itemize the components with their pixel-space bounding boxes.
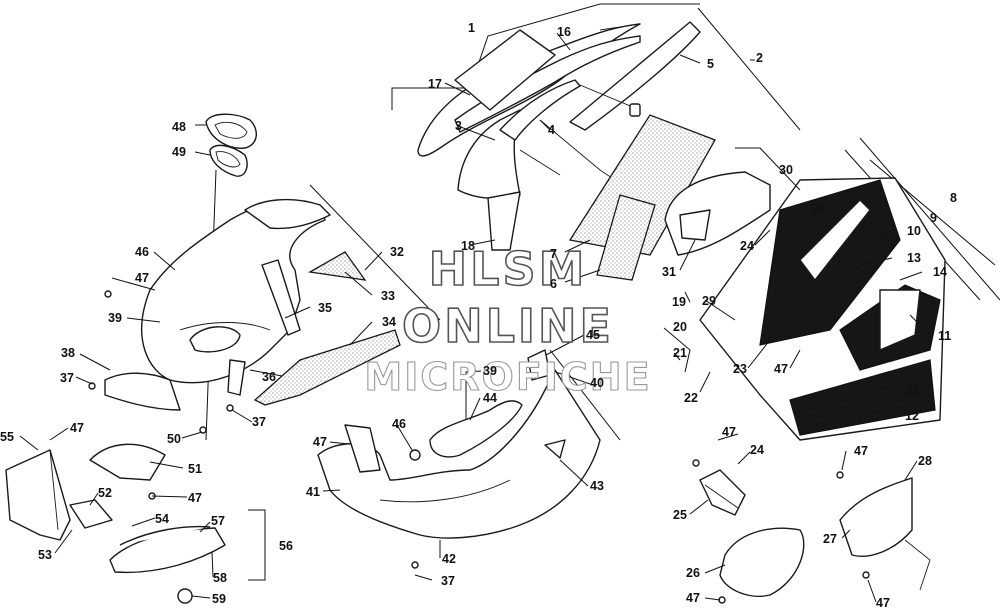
callout-30: 30 [779,163,793,177]
callout-1: 1 [468,21,475,35]
callout-50: 50 [167,432,181,446]
callout-3: 3 [455,119,462,133]
callout-47-bl1: 47 [70,421,84,435]
callout-32: 32 [390,245,404,259]
callout-27: 27 [823,532,837,546]
callout-19: 19 [672,295,686,309]
callout-23: 23 [733,362,747,376]
callout-39-c: 39 [483,364,497,378]
callout-40: 40 [590,376,604,390]
callout-57: 57 [211,514,225,528]
callout-34: 34 [382,315,396,329]
hood-group [391,3,801,281]
callout-47-br4: 47 [876,596,890,610]
callout-55: 55 [0,430,14,444]
callout-51: 51 [188,462,202,476]
leader-lines [19,32,931,603]
callout-41: 41 [306,485,320,499]
callout-47-br3: 47 [854,444,868,458]
callout-37-c: 37 [441,574,455,588]
watermark-line-1: HLSM [429,242,588,296]
callout-37-l2: 37 [252,415,266,429]
belly-pan-group [317,349,621,569]
callout-12: 12 [905,409,919,423]
lower-left-parts [5,443,266,604]
callout-46-l: 46 [135,245,149,259]
callout-2: 2 [756,51,763,65]
callout-36: 36 [262,370,276,384]
callout-10: 10 [907,224,921,238]
callout-4: 4 [548,123,555,137]
callout-22: 22 [684,391,698,405]
callout-33: 33 [381,289,395,303]
callout-24: 24 [740,239,754,253]
callout-24-b: 24 [750,443,764,457]
callout-37-l1: 37 [60,371,74,385]
callout-43: 43 [590,479,604,493]
callout-47-br2: 47 [686,591,700,605]
callout-31: 31 [662,265,676,279]
callout-49: 49 [172,145,186,159]
callout-47-r1: 47 [774,362,788,376]
right-side-panel-group [664,137,1000,441]
watermark: HLSM ONLINE MICROFICHE [364,241,651,399]
callout-20: 20 [673,320,687,334]
callout-8: 8 [950,191,957,205]
callout-47-bl2: 47 [188,491,202,505]
callout-48: 48 [172,120,186,134]
callout-16: 16 [557,25,571,39]
callout-47-c: 47 [313,435,327,449]
callout-5: 5 [707,57,714,71]
callout-18: 18 [461,239,475,253]
left-console-group [88,113,441,441]
callout-21: 21 [673,346,687,360]
callout-35: 35 [318,301,332,315]
callout-39-l: 39 [108,311,122,325]
callout-46-c: 46 [392,417,406,431]
callout-56: 56 [279,539,293,553]
callout-59: 59 [212,592,226,606]
callout-47-br1: 47 [722,425,736,439]
callout-29b: 29 [702,294,716,308]
callout-45: 45 [586,328,600,342]
callout-47-l1: 47 [135,271,149,285]
callout-38: 38 [61,346,75,360]
callout-29a: 29 [812,201,826,215]
watermark-line-2: ONLINE [402,299,614,353]
callout-54: 54 [155,512,169,526]
callout-25: 25 [673,508,687,522]
callout-15: 15 [906,384,920,398]
callout-26: 26 [686,566,700,580]
callout-53: 53 [38,548,52,562]
callout-labels: 1 2 3 4 5 16 17 6 7 18 30 24 31 8 9 10 1… [0,21,957,610]
callout-7: 7 [550,247,557,261]
callout-44: 44 [483,391,497,405]
callout-17: 17 [428,77,442,91]
callout-52: 52 [98,486,112,500]
callout-6: 6 [550,277,557,291]
lower-right-parts [692,459,931,604]
watermark-line-3: MICROFICHE [364,355,651,399]
callout-14: 14 [933,265,947,279]
callout-13: 13 [907,251,921,265]
callout-11: 11 [938,329,951,343]
callout-58: 58 [213,571,227,585]
callout-28: 28 [918,454,932,468]
callout-9: 9 [930,211,937,225]
callout-42: 42 [442,552,456,566]
